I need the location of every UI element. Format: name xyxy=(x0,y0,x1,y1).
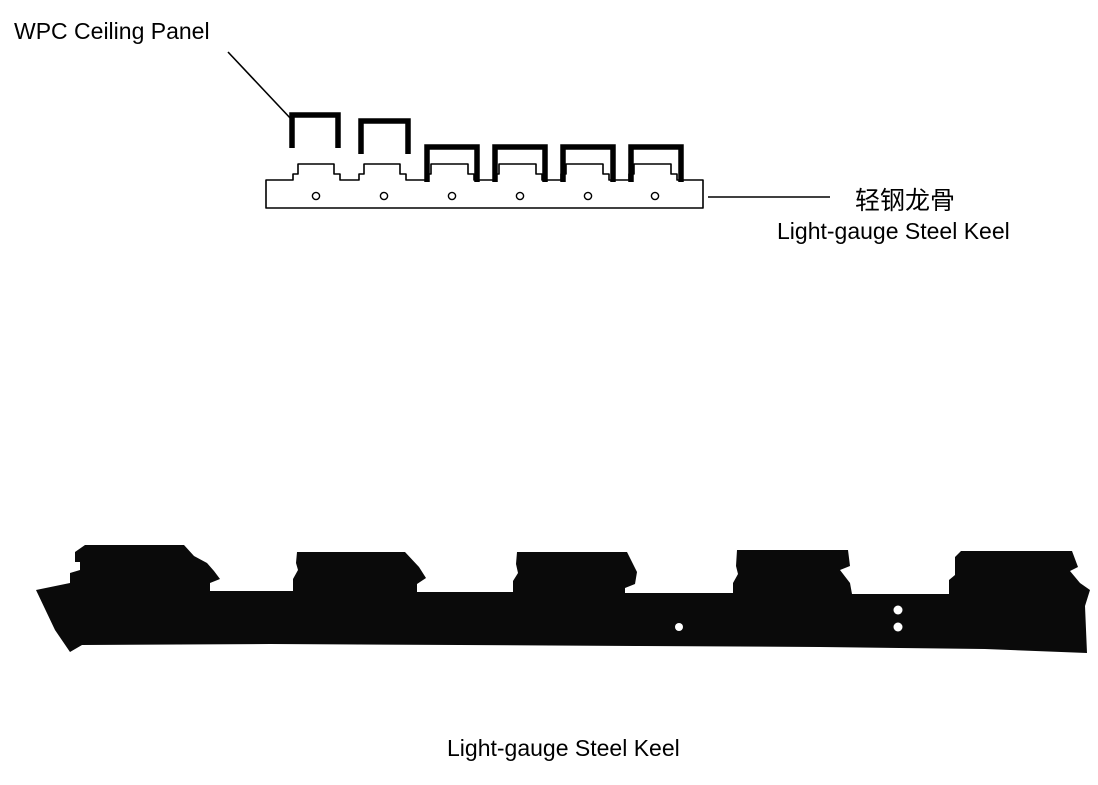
keel-label-chinese: 轻钢龙骨 xyxy=(855,186,956,215)
keel-hole xyxy=(583,191,593,201)
wpc-ceiling-panel-label: WPC Ceiling Panel xyxy=(14,18,210,44)
keel-hole xyxy=(447,191,457,201)
keel-holes xyxy=(311,191,660,201)
keel-label-english: Light-gauge Steel Keel xyxy=(777,218,1010,244)
wpc-panel-clip-seated xyxy=(628,144,684,182)
steel-keel-photo-hole xyxy=(893,622,903,632)
keel-outline xyxy=(265,163,704,209)
keel-hole xyxy=(515,191,525,201)
keel-hole xyxy=(650,191,660,201)
steel-keel-photo-hole xyxy=(675,623,683,631)
keel-hole xyxy=(311,191,321,201)
keel-photo-caption: Light-gauge Steel Keel xyxy=(447,735,680,761)
wpc-panel-clip-seated xyxy=(560,144,616,182)
wpc-panel-clip-lifted xyxy=(358,118,411,154)
wpc-panel-clip-seated xyxy=(492,144,548,182)
steel-keel-photo-hole xyxy=(893,605,903,615)
steel-keel-photo-holes xyxy=(675,605,903,632)
keel-hole xyxy=(379,191,389,201)
wpc-panel-clip-seated xyxy=(424,144,480,182)
wpc-panel-clips xyxy=(289,112,684,182)
wpc-panel-clip-lifted xyxy=(289,112,341,148)
steel-keel-photo xyxy=(36,545,1090,653)
panel-leader-line xyxy=(227,51,293,121)
